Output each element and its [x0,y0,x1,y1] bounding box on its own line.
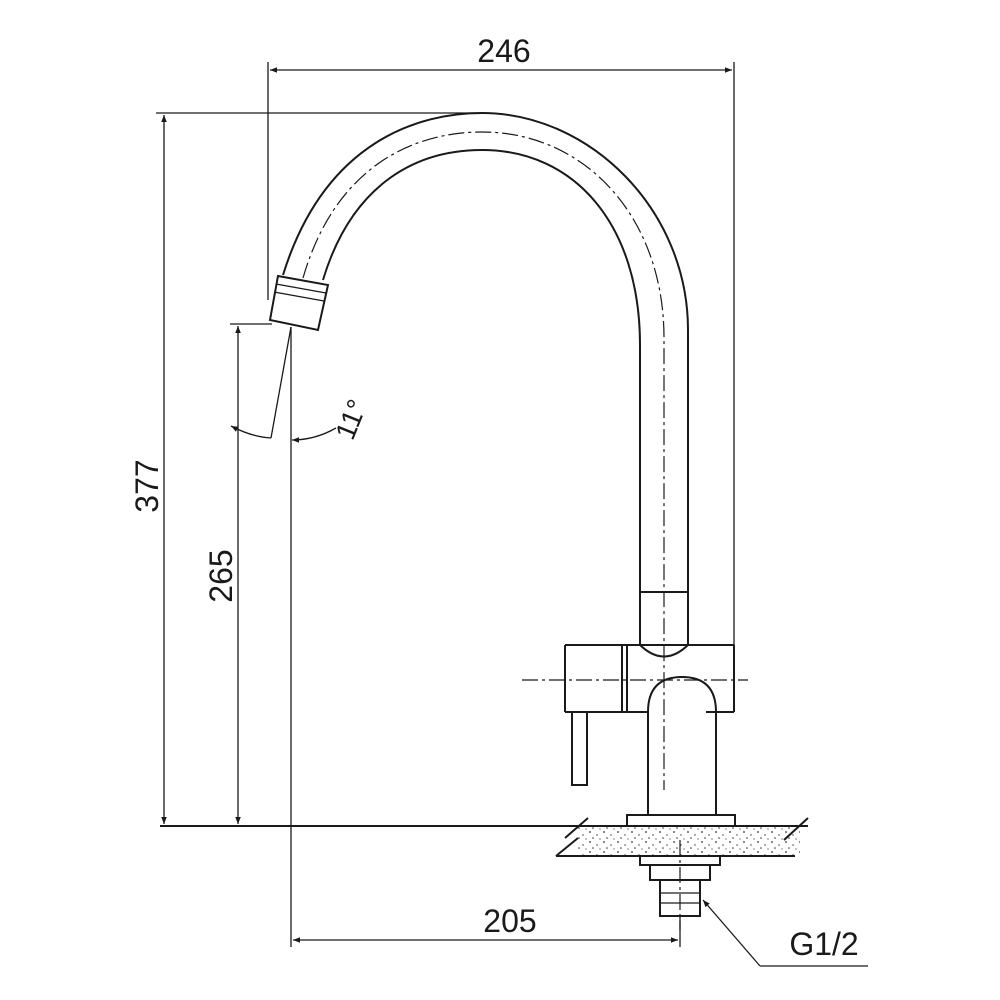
dimension-label-246: 246 [477,33,530,69]
deck-flange [626,814,736,827]
angle-label: 11° [329,395,373,444]
spout-inner-contour [322,148,641,592]
thread-callout: G1/2 [702,899,868,967]
aerator [268,274,330,332]
dimension-265: 265 [203,323,272,824]
angle-dimension: 11° [230,326,373,444]
faucet-outline [160,111,809,930]
spout-centerline [302,131,665,790]
handle-lever [571,712,588,786]
base-column [647,675,717,816]
mixer-body [564,644,735,713]
dimension-label-377: 377 [129,459,165,512]
thread-label: G1/2 [789,926,858,962]
spout-outer-contour [282,111,689,592]
dimension-377: 377 [129,112,482,824]
dimension-label-205: 205 [483,903,536,939]
mounting-nut [639,840,721,930]
dimension-205: 205 [290,327,681,947]
dimension-label-265: 265 [203,549,239,602]
countertop-section [160,817,809,857]
dimension-246: 246 [267,33,735,645]
